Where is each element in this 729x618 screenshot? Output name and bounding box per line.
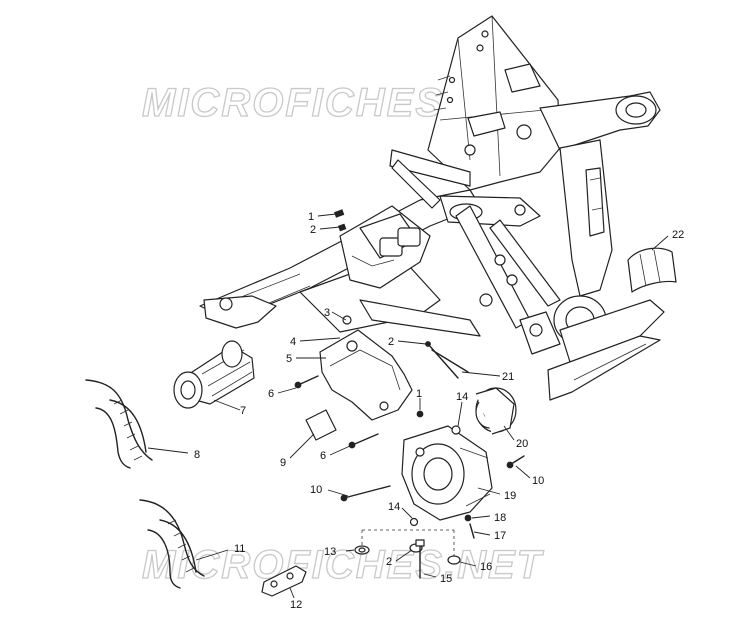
callout-13: 13 xyxy=(324,546,336,558)
chaincase-guard-4 xyxy=(319,329,413,421)
callout-2b: 2 xyxy=(388,336,394,348)
callout-6b: 6 xyxy=(320,450,326,462)
fasteners xyxy=(294,209,525,579)
chassis-frame xyxy=(199,15,665,401)
callout-7: 7 xyxy=(240,405,246,417)
callout-2: 2 xyxy=(310,224,316,236)
watermark-bottom: MICROFICHES.NET xyxy=(142,543,545,587)
callout-8: 8 xyxy=(194,449,200,461)
callout-15: 15 xyxy=(440,573,452,585)
callout-21: 21 xyxy=(502,371,514,383)
callout-1b: 1 xyxy=(416,388,422,400)
callout-2c: 2 xyxy=(386,556,392,568)
drive-belt-8 xyxy=(85,379,153,469)
callout-9: 9 xyxy=(280,457,286,469)
callout-12: 12 xyxy=(290,599,302,611)
callout-14: 14 xyxy=(456,391,468,403)
bearing-20 xyxy=(475,387,517,435)
callout-17: 17 xyxy=(494,530,506,542)
callout-14b: 14 xyxy=(388,501,400,513)
callout-20: 20 xyxy=(516,438,528,450)
callout-19: 19 xyxy=(504,490,516,502)
chaincase-19 xyxy=(401,425,493,521)
callout-5: 5 xyxy=(286,353,292,365)
callout-18: 18 xyxy=(494,512,506,524)
callout-4: 4 xyxy=(290,336,296,348)
callout-1: 1 xyxy=(308,211,314,223)
callout-6: 6 xyxy=(268,388,274,400)
callout-22: 22 xyxy=(672,229,684,241)
callout-10: 10 xyxy=(310,484,322,496)
decal-9 xyxy=(305,409,337,441)
callout-3: 3 xyxy=(324,307,330,319)
callout-labels: 1 2 3 4 5 6 7 8 6 9 2 21 1 14 20 10 10 1… xyxy=(194,211,684,611)
drive-belt-11 xyxy=(139,499,205,589)
callout-16: 16 xyxy=(480,561,492,573)
bumper-22 xyxy=(627,247,677,293)
callout-11: 11 xyxy=(234,543,245,555)
bracket-12 xyxy=(261,565,307,597)
callout-10b: 10 xyxy=(532,475,544,487)
leader-lines xyxy=(147,213,669,599)
drive-clutch-7 xyxy=(173,340,255,409)
